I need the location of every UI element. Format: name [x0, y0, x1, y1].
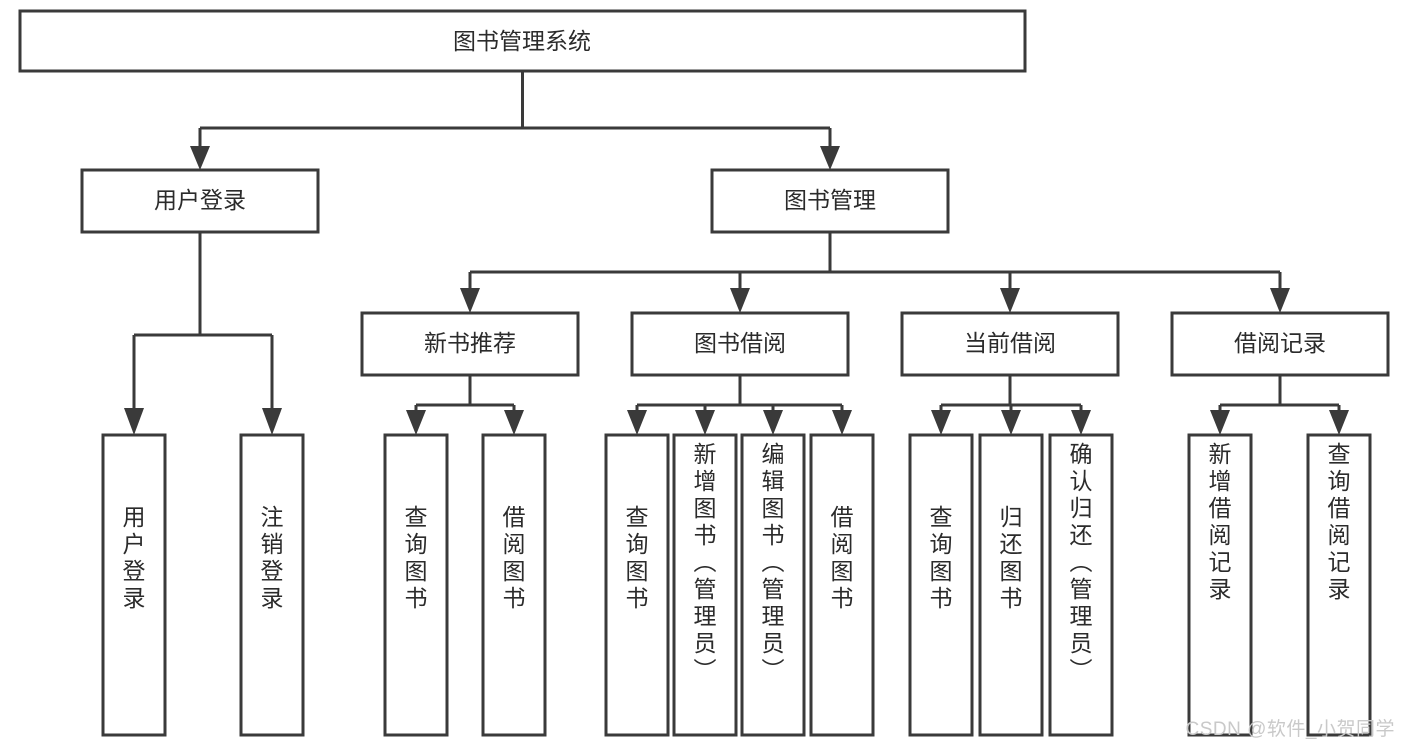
node-label: 图书管理系统	[453, 28, 591, 54]
arrow-head-icon	[504, 410, 524, 435]
node-box[interactable]	[1187, 433, 1253, 737]
node-label-vertical: 查询图书	[405, 504, 428, 611]
arrow-head-icon	[1071, 410, 1091, 435]
arrow-head-icon	[820, 146, 840, 170]
node-book-manage[interactable]: 图书管理	[710, 168, 950, 234]
leaf-node-confirm-return[interactable]: 确认归还︵管理员︶	[1048, 433, 1114, 737]
node-label-vertical: 归还图书	[1000, 504, 1023, 611]
arrow-head-icon	[460, 288, 480, 313]
node-label-vertical: 用户登录	[123, 504, 146, 611]
leaf-node-user-logout[interactable]: 注销登录	[239, 433, 305, 737]
node-box[interactable]	[80, 168, 320, 234]
node-label: 图书管理	[784, 187, 876, 213]
node-box[interactable]	[672, 433, 738, 737]
node-box[interactable]	[481, 433, 547, 737]
leaf-node-borrow-book-2[interactable]: 借阅图书	[809, 433, 875, 737]
arrow-head-icon	[1000, 288, 1020, 313]
node-new-book-rec[interactable]: 新书推荐	[360, 311, 580, 377]
node-box[interactable]	[18, 9, 1027, 73]
arrow-head-icon	[124, 408, 144, 435]
node-label-vertical: 注销登录	[261, 504, 284, 611]
arrow-head-icon	[627, 410, 647, 435]
node-box[interactable]	[1048, 433, 1114, 737]
node-box[interactable]	[1170, 311, 1390, 377]
leaf-node-borrow-book-1[interactable]: 借阅图书	[481, 433, 547, 737]
leaf-node-edit-book[interactable]: 编辑图书︵管理员︶	[740, 433, 806, 737]
arrow-head-icon	[262, 408, 282, 435]
arrow-head-icon	[763, 410, 783, 435]
node-box[interactable]	[604, 433, 670, 737]
arrow-head-icon	[406, 410, 426, 435]
node-box[interactable]	[908, 433, 974, 737]
node-book-borrow[interactable]: 图书借阅	[630, 311, 850, 377]
node-box[interactable]	[900, 311, 1120, 377]
node-label-vertical: 编辑图书︵管理员︶	[762, 441, 785, 683]
node-label-vertical: 新增图书︵管理员︶	[694, 441, 717, 683]
node-label: 当前借阅	[964, 330, 1056, 356]
node-label-vertical: 查询借阅记录	[1328, 441, 1351, 602]
leaf-node-query-book-1[interactable]: 查询图书	[383, 433, 449, 737]
leaf-node-query-record[interactable]: 查询借阅记录	[1306, 433, 1372, 737]
arrow-head-icon	[695, 410, 715, 435]
node-label-vertical: 借阅图书	[503, 504, 526, 611]
node-label: 新书推荐	[424, 330, 516, 356]
leaf-node-query-book-3[interactable]: 查询图书	[908, 433, 974, 737]
arrow-head-icon	[931, 410, 951, 435]
leaf-node-return-book[interactable]: 归还图书	[978, 433, 1044, 737]
leaf-node-user-login[interactable]: 用户登录	[101, 433, 167, 737]
node-user-login[interactable]: 用户登录	[80, 168, 320, 234]
node-box[interactable]	[360, 311, 580, 377]
node-label-vertical: 确认归还︵管理员︶	[1070, 441, 1093, 683]
arrow-head-icon	[1329, 410, 1349, 435]
arrow-head-icon	[1001, 410, 1021, 435]
node-box[interactable]	[978, 433, 1044, 737]
node-label-vertical: 查询图书	[930, 504, 953, 611]
leaf-node-add-book[interactable]: 新增图书︵管理员︶	[672, 433, 738, 737]
node-current-borrow[interactable]: 当前借阅	[900, 311, 1120, 377]
node-label: 用户登录	[154, 187, 246, 213]
arrow-head-icon	[1210, 410, 1230, 435]
arrow-head-icon	[832, 410, 852, 435]
node-box[interactable]	[809, 433, 875, 737]
node-label-vertical: 新增借阅记录	[1209, 441, 1232, 602]
leaf-node-add-record[interactable]: 新增借阅记录	[1187, 433, 1253, 737]
arrow-head-icon	[1270, 288, 1290, 313]
node-box[interactable]	[740, 433, 806, 737]
arrow-head-icon	[730, 288, 750, 313]
node-box[interactable]	[1306, 433, 1372, 737]
node-label-vertical: 借阅图书	[831, 504, 854, 611]
node-label-vertical: 查询图书	[626, 504, 649, 611]
node-borrow-record[interactable]: 借阅记录	[1170, 311, 1390, 377]
connector-layer	[124, 71, 1349, 435]
node-box[interactable]	[101, 433, 167, 737]
arrow-head-icon	[190, 146, 210, 170]
node-box[interactable]	[630, 311, 850, 377]
node-root[interactable]: 图书管理系统	[18, 9, 1027, 73]
node-box[interactable]	[239, 433, 305, 737]
leaf-node-query-book-2[interactable]: 查询图书	[604, 433, 670, 737]
node-box[interactable]	[710, 168, 950, 234]
node-box[interactable]	[383, 433, 449, 737]
node-label: 图书借阅	[694, 330, 786, 356]
node-label: 借阅记录	[1234, 330, 1326, 356]
